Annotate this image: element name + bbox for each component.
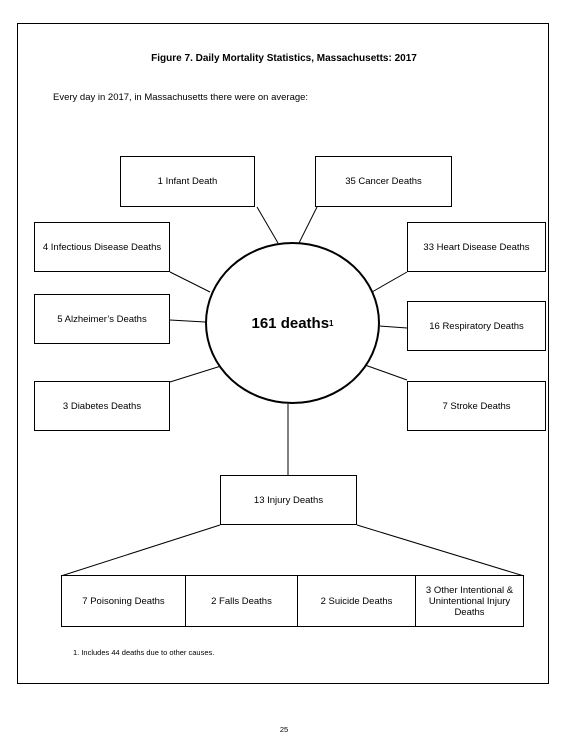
infant-deaths-box: 1 Infant Death (120, 156, 255, 207)
respiratory-deaths-label: 16 Respiratory Deaths (429, 320, 524, 332)
heart-disease-deaths-box: 33 Heart Disease Deaths (407, 222, 546, 272)
footnote: 1. Includes 44 deaths due to other cause… (73, 648, 215, 657)
injury-deaths-box: 13 Injury Deaths (220, 475, 357, 525)
respiratory-deaths-box: 16 Respiratory Deaths (407, 301, 546, 351)
other-injury-deaths-cell: 3 Other Intentional & Unintentional Inju… (425, 584, 514, 618)
footnote-marker: 1 (329, 318, 334, 328)
heart-disease-deaths-label: 33 Heart Disease Deaths (423, 241, 530, 253)
cancer-deaths-box: 35 Cancer Deaths (315, 156, 452, 207)
infectious-disease-deaths-label: 4 Infectious Disease Deaths (42, 241, 162, 253)
falls-deaths-cell: 2 Falls Deaths (186, 576, 298, 626)
page-number: 25 (279, 725, 289, 734)
diabetes-deaths-box: 3 Diabetes Deaths (34, 381, 170, 431)
cancer-deaths-label: 35 Cancer Deaths (345, 176, 422, 187)
poisoning-deaths-cell: 7 Poisoning Deaths (62, 576, 186, 626)
stroke-deaths-label: 7 Stroke Deaths (442, 400, 511, 412)
suicide-deaths-cell: 2 Suicide Deaths (298, 576, 416, 626)
alzheimers-deaths-box: 5 Alzheimer’s Deaths (34, 294, 170, 344)
injury-deaths-label: 13 Injury Deaths (253, 494, 324, 506)
alzheimers-deaths-label: 5 Alzheimer’s Deaths (57, 313, 147, 325)
diabetes-deaths-label: 3 Diabetes Deaths (62, 400, 142, 412)
injury-breakdown-row: 7 Poisoning Deaths 2 Falls Deaths 2 Suic… (61, 575, 524, 627)
total-deaths-label: 161 deaths (251, 314, 330, 332)
figure-title: Figure 7. Daily Mortality Statistics, Ma… (151, 53, 417, 64)
figure-frame (17, 23, 549, 684)
stroke-deaths-box: 7 Stroke Deaths (407, 381, 546, 431)
infectious-disease-deaths-box: 4 Infectious Disease Deaths (34, 222, 170, 272)
infant-deaths-label: 1 Infant Death (157, 176, 218, 187)
intro-text: Every day in 2017, in Massachusetts ther… (53, 92, 309, 103)
